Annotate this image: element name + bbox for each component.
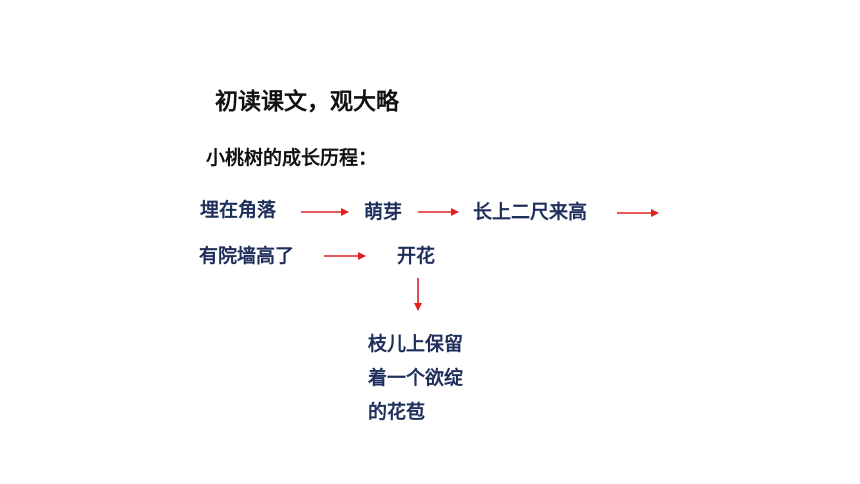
stage-blossoming: 开花 [397, 245, 436, 267]
stage-two-feet-tall: 长上二尺来高 [473, 201, 588, 223]
stage-sprout: 萌芽 [364, 201, 403, 223]
stage-flower-bud: 枝儿上保留 着一个欲绽 的花苞 [368, 327, 463, 429]
stage-flower-bud-line: 枝儿上保留 [368, 333, 464, 355]
slide-subtitle: 小桃树的成长历程： [206, 147, 378, 169]
stage-flower-bud-line: 的花苞 [368, 401, 426, 423]
stage-wall-height: 有院墙高了 [199, 245, 295, 267]
slide-title: 初读课文，观大略 [215, 89, 399, 115]
stage-flower-bud-line: 着一个欲绽 [368, 367, 464, 389]
stage-buried-in-corner: 埋在角落 [200, 199, 277, 221]
